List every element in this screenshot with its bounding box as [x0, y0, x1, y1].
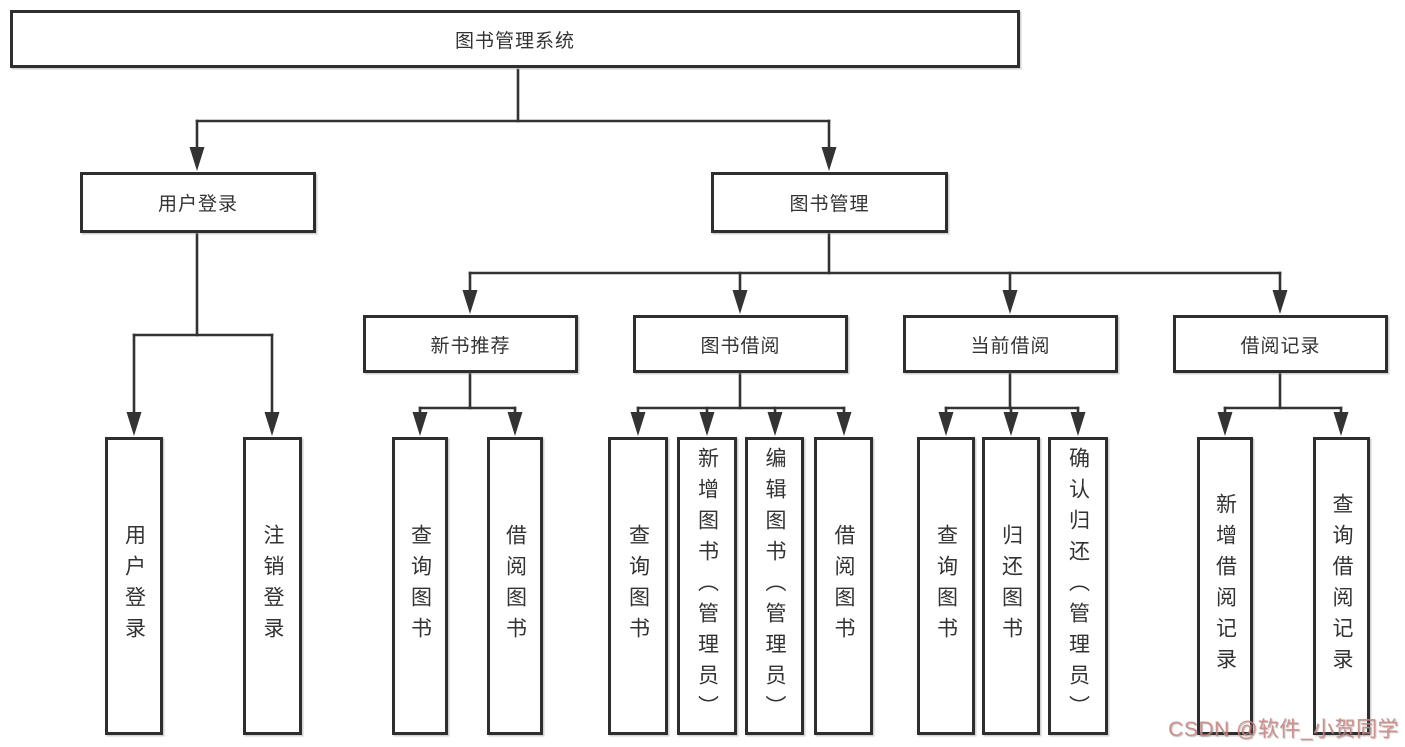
leaf-label: 确认归还（管理员）: [1066, 446, 1090, 726]
leaf-return-books: 归还图书: [982, 437, 1040, 735]
group-records-label: 借阅记录: [1240, 335, 1321, 357]
connector-login: [126, 231, 280, 436]
leaf-query-books-recommend: 查询图书: [392, 437, 448, 735]
leaf-label: 查询图书: [934, 524, 958, 648]
leaf-add-book-admin: 新增图书（管理员）: [677, 437, 737, 735]
csdn-watermark: CSDN @软件_小贺同学: [1168, 718, 1399, 741]
leaf-label: 新增图书（管理员）: [695, 446, 719, 726]
leaf-label: 查询借阅记录: [1330, 493, 1353, 679]
connector-group-records: [1217, 371, 1349, 436]
node-book-management: 图书管理: [711, 172, 948, 233]
node-root-label: 图书管理系统: [454, 30, 575, 52]
group-current-borrowing: 当前借阅: [903, 315, 1118, 373]
group-book-borrowing: 图书借阅: [633, 315, 848, 373]
connector-root: [189, 68, 837, 171]
connector-group-new-book: [412, 371, 523, 436]
leaf-user-login-label: 用户登录: [122, 524, 146, 648]
leaf-label: 编辑图书（管理员）: [763, 446, 786, 726]
leaf-label: 查询图书: [408, 524, 432, 648]
leaf-borrow-books-recommend: 借阅图书: [487, 437, 543, 735]
group-new-book-recommendation: 新书推荐: [363, 315, 578, 373]
leaf-label: 借阅图书: [503, 524, 527, 648]
connector-group-borrowing: [630, 371, 852, 436]
leaf-query-books-current: 查询图书: [917, 437, 975, 735]
connector-group-current: [938, 371, 1086, 436]
node-user-login-label: 用户登录: [157, 194, 238, 215]
leaf-label: 新增借阅记录: [1213, 493, 1237, 679]
leaf-logout-label: 注销登录: [261, 524, 284, 648]
node-user-login: 用户登录: [80, 172, 316, 233]
leaf-logout: 注销登录: [243, 437, 302, 735]
leaf-query-books-borrowing: 查询图书: [608, 437, 668, 735]
leaf-label: 查询图书: [626, 524, 650, 648]
group-borrowing-label: 图书借阅: [700, 335, 781, 357]
leaf-confirm-return-admin: 确认归还（管理员）: [1048, 437, 1108, 735]
leaf-user-login: 用户登录: [105, 437, 163, 735]
leaf-query-borrow-record: 查询借阅记录: [1313, 437, 1370, 735]
leaf-borrow-books: 借阅图书: [814, 437, 873, 735]
group-borrow-records: 借阅记录: [1173, 315, 1388, 373]
node-book-management-label: 图书管理: [789, 194, 870, 215]
leaf-edit-book-admin: 编辑图书（管理员）: [745, 437, 804, 735]
leaf-add-borrow-record: 新增借阅记录: [1197, 437, 1253, 735]
group-new-book-label: 新书推荐: [430, 335, 511, 357]
node-root: 图书管理系统: [10, 10, 1020, 68]
group-current-label: 当前借阅: [970, 335, 1051, 357]
leaf-label: 借阅图书: [832, 524, 855, 648]
connector-mgmt: [462, 231, 1288, 314]
leaf-label: 归还图书: [999, 524, 1023, 648]
